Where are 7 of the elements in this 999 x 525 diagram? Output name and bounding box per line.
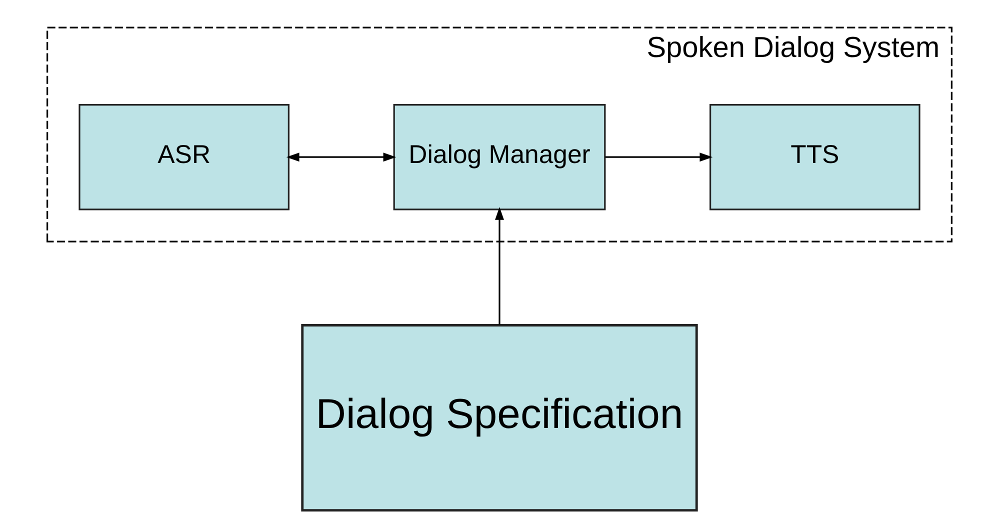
node-box: ASR xyxy=(78,104,290,210)
node-box: TTS xyxy=(710,104,920,210)
arrow xyxy=(494,207,504,325)
arrow xyxy=(286,152,396,162)
node-box: Dialog Manager xyxy=(393,104,606,210)
node-box: Dialog Specification xyxy=(301,324,698,512)
arrow xyxy=(605,152,713,162)
